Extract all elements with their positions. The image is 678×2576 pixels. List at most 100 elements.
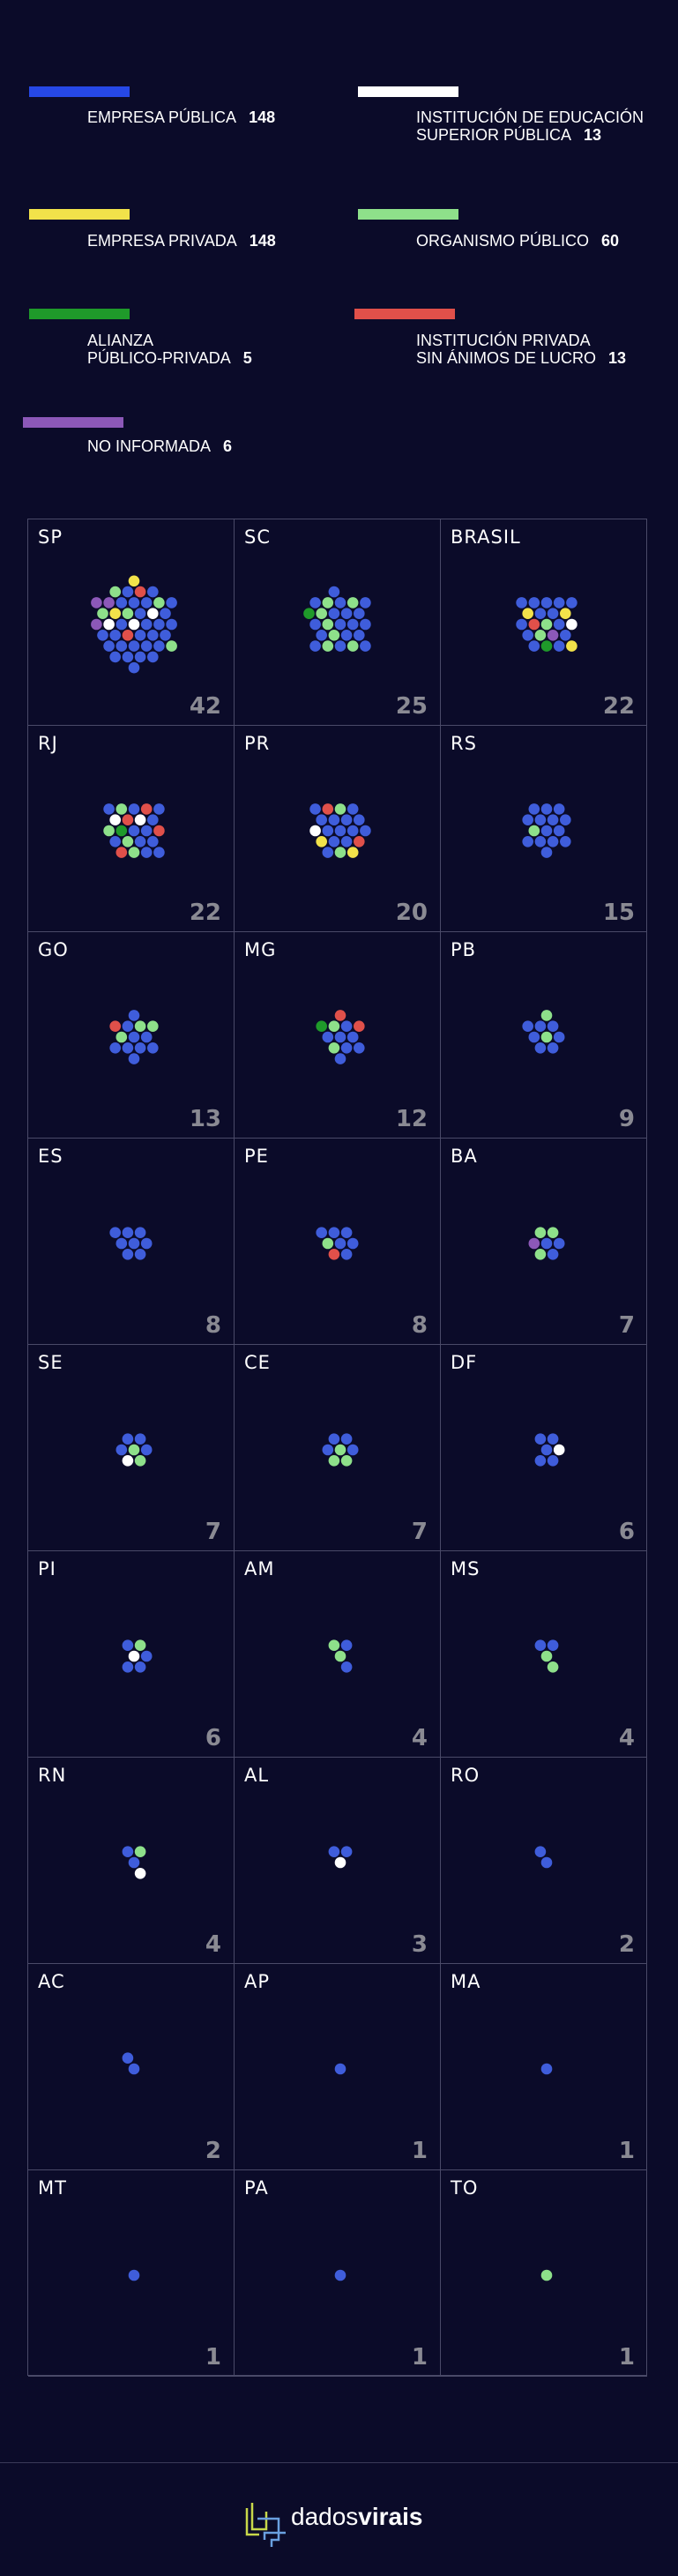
- dot-no-informada: [91, 618, 102, 631]
- dot-empresa-publica: [166, 618, 177, 631]
- dot-organismo-publico: [540, 1650, 553, 1662]
- dot-empresa-publica: [140, 1650, 153, 1662]
- cell-label: MA: [451, 1971, 481, 1992]
- cell-count: 7: [618, 1312, 635, 1339]
- dot-empresa-publica: [122, 651, 134, 663]
- dot-empresa-publica: [122, 1042, 134, 1054]
- dot-organismo-publico: [134, 1639, 146, 1651]
- dot-alianza: [115, 825, 128, 837]
- dot-empresa-publica: [553, 825, 565, 837]
- cell-count: 9: [618, 1106, 635, 1132]
- dot-empresa-publica: [128, 640, 140, 652]
- cell-count: 42: [189, 693, 221, 720]
- dot-cluster: [122, 1846, 146, 1879]
- cell-count: 20: [395, 900, 428, 926]
- dot-cluster: [109, 1227, 153, 1260]
- dot-empresa-publica: [547, 1249, 559, 1260]
- dot-empresa-publica: [134, 1227, 146, 1238]
- cell-label: AL: [244, 1765, 270, 1786]
- dot-empresa-publica: [134, 1661, 146, 1673]
- dot-empresa-publica: [547, 1042, 559, 1054]
- dot-empresa-publica: [128, 803, 140, 815]
- dot-cluster: [334, 2063, 346, 2075]
- dot-empresa-publica: [553, 803, 565, 815]
- cell-count: 7: [411, 1519, 428, 1545]
- legend-count: 5: [242, 349, 252, 367]
- dot-empresa-privada: [566, 640, 577, 652]
- dot-empresa-publica: [534, 1639, 547, 1651]
- logo-text-bold: virais: [358, 2503, 423, 2530]
- dot-cluster: [516, 597, 577, 652]
- dot-empresa-publica: [134, 1042, 146, 1054]
- cell-count: 1: [618, 2138, 635, 2164]
- legend-label: SIN ÁNIMOS DE LUCRO: [416, 349, 597, 367]
- dot-organismo-publico: [134, 1455, 146, 1467]
- dot-empresa-publica: [560, 836, 571, 847]
- dot-empresa-publica: [522, 1020, 533, 1032]
- dot-organismo-publico: [109, 586, 121, 598]
- dot-organismo-publico: [334, 847, 346, 858]
- dot-organismo-publico: [334, 1650, 346, 1662]
- dot-empresa-publica: [534, 1433, 547, 1445]
- dot-empresa-publica: [103, 803, 115, 815]
- dot-organismo-publico: [147, 1020, 159, 1032]
- dot-empresa-publica: [309, 618, 321, 631]
- dot-empresa-publica: [134, 1249, 146, 1260]
- dot-empresa-publica: [109, 836, 121, 847]
- cell-count: 6: [205, 1725, 221, 1751]
- cell-label: AC: [38, 1971, 65, 1992]
- dot-organismo-publico: [534, 1249, 547, 1260]
- cell-count: 2: [205, 2138, 221, 2164]
- dot-organismo-publico: [328, 1020, 340, 1032]
- dot-organismo-publico: [153, 597, 165, 609]
- dot-organismo-publico: [122, 608, 134, 619]
- dot-empresa-publica: [553, 640, 565, 652]
- dot-empresa-privada: [522, 608, 533, 619]
- dot-organismo-publico: [334, 1444, 346, 1456]
- cell-label: PA: [244, 2177, 269, 2199]
- dot-empresa-publica: [534, 836, 547, 847]
- dot-cluster: [115, 1433, 153, 1467]
- dot-empresa-publica: [346, 1237, 359, 1250]
- dot-empresa-publica: [309, 640, 321, 652]
- dot-empresa-publica: [540, 847, 553, 858]
- dot-empresa-publica: [566, 597, 577, 609]
- dot-no-informada: [103, 597, 115, 609]
- dot-cluster: [328, 1846, 353, 1869]
- dot-organismo-publico: [328, 1639, 340, 1651]
- dot-empresa-publica: [360, 640, 371, 652]
- dot-cluster: [528, 1227, 565, 1260]
- dot-no-informada: [91, 597, 102, 609]
- dot-empresa-publica: [522, 814, 533, 825]
- dot-organismo-publico: [540, 1010, 553, 1021]
- dot-empresa-publica: [122, 1661, 134, 1673]
- dot-empresa-publica: [128, 825, 140, 837]
- dot-empresa-publica: [140, 618, 153, 631]
- dot-empresa-publica: [122, 1227, 134, 1238]
- logo-mark-icon: [245, 2503, 286, 2547]
- dot-empresa-publica: [115, 618, 128, 631]
- dot-organismo-publico: [322, 1237, 334, 1250]
- dot-cluster: [540, 2063, 553, 2075]
- dot-empresa-privada: [560, 608, 571, 619]
- dot-empresa-publica: [128, 1053, 140, 1064]
- dot-empresa-publica: [547, 1433, 559, 1445]
- dot-empresa-publica: [547, 1020, 559, 1032]
- dot-cluster: [122, 2052, 140, 2075]
- cell-label: SC: [244, 526, 271, 548]
- cell-count: 6: [618, 1519, 635, 1545]
- dot-empresa-publica: [346, 618, 359, 631]
- dot-organismo-publico: [340, 1455, 353, 1467]
- dot-organismo-publico: [534, 630, 547, 641]
- dot-empresa-publica: [153, 847, 165, 858]
- dot-empresa-publica: [328, 814, 340, 825]
